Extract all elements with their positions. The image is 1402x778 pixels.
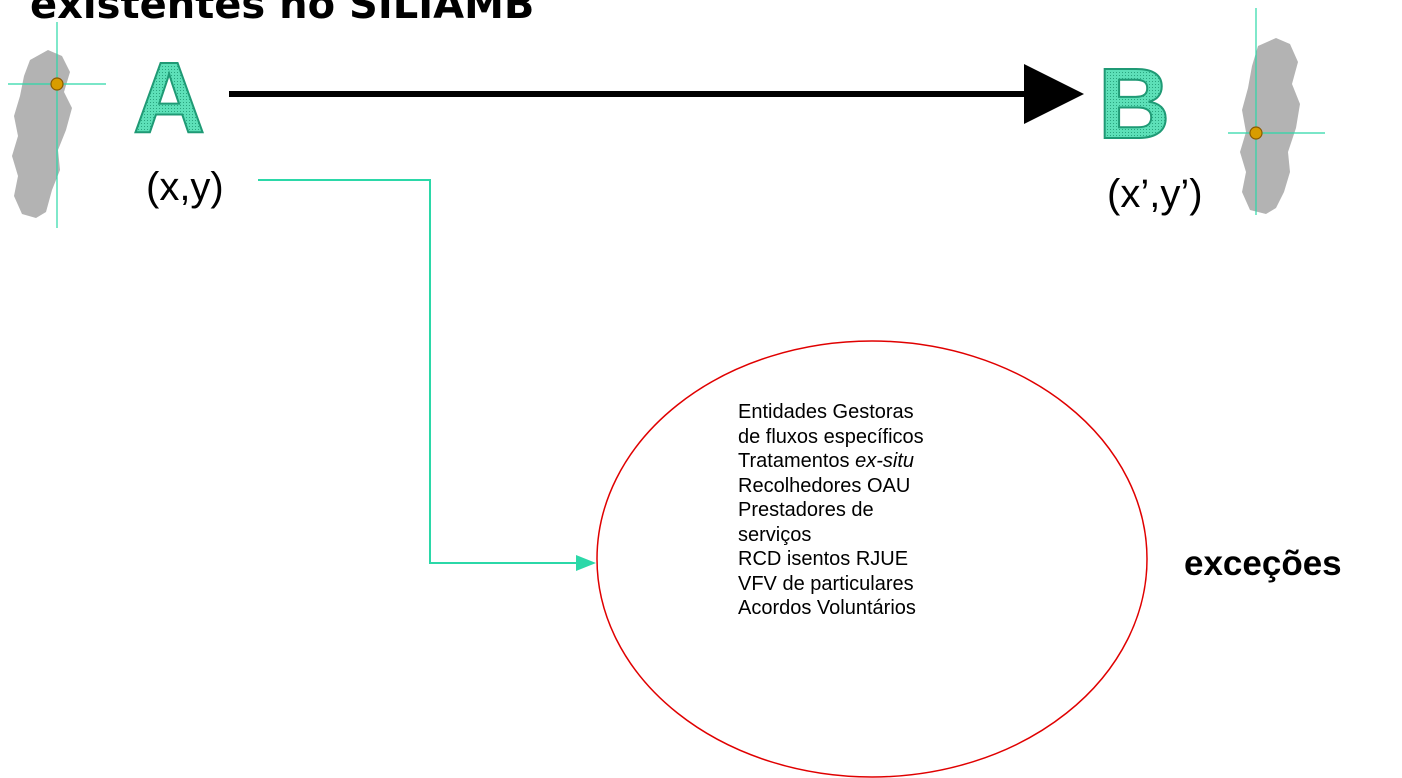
- portugal-map-icon-left: [12, 50, 72, 218]
- exceptions-list: Entidades Gestoras de fluxos específicos…: [738, 400, 924, 621]
- connector-line: [258, 179, 596, 571]
- list-item: serviços: [738, 523, 812, 546]
- list-item-italic: ex-situ: [855, 450, 914, 472]
- exceptions-label: exceções: [1184, 544, 1342, 583]
- location-marker-icon-right: [1249, 126, 1263, 140]
- list-item: Prestadores de: [738, 499, 874, 521]
- origin-letter: A: [133, 42, 205, 154]
- list-item: RCD isentos RJUE: [738, 548, 909, 570]
- list-item: Entidades Gestoras: [738, 401, 914, 423]
- portugal-map-icon-right: [1240, 38, 1300, 214]
- crosshair-right: [1228, 8, 1325, 215]
- destination-letter: B: [1098, 48, 1170, 160]
- list-item: VFV de particulares: [738, 572, 914, 595]
- list-item: Acordos Voluntários: [738, 597, 916, 619]
- list-item: Recolhedores OAU: [738, 474, 911, 497]
- exceptions-ellipse: [596, 340, 1148, 778]
- location-marker-icon-left: [50, 77, 64, 91]
- destination-coordinates: (x’,y’): [1107, 172, 1203, 216]
- list-item-text: Tratamentos: [738, 450, 856, 472]
- list-item: Tratamentos ex-situ: [738, 449, 924, 474]
- list-item: de fluxos específicos: [738, 425, 924, 448]
- page-title: existentes no SILIAMB: [30, 0, 535, 28]
- origin-coordinates: (x,y): [146, 165, 224, 209]
